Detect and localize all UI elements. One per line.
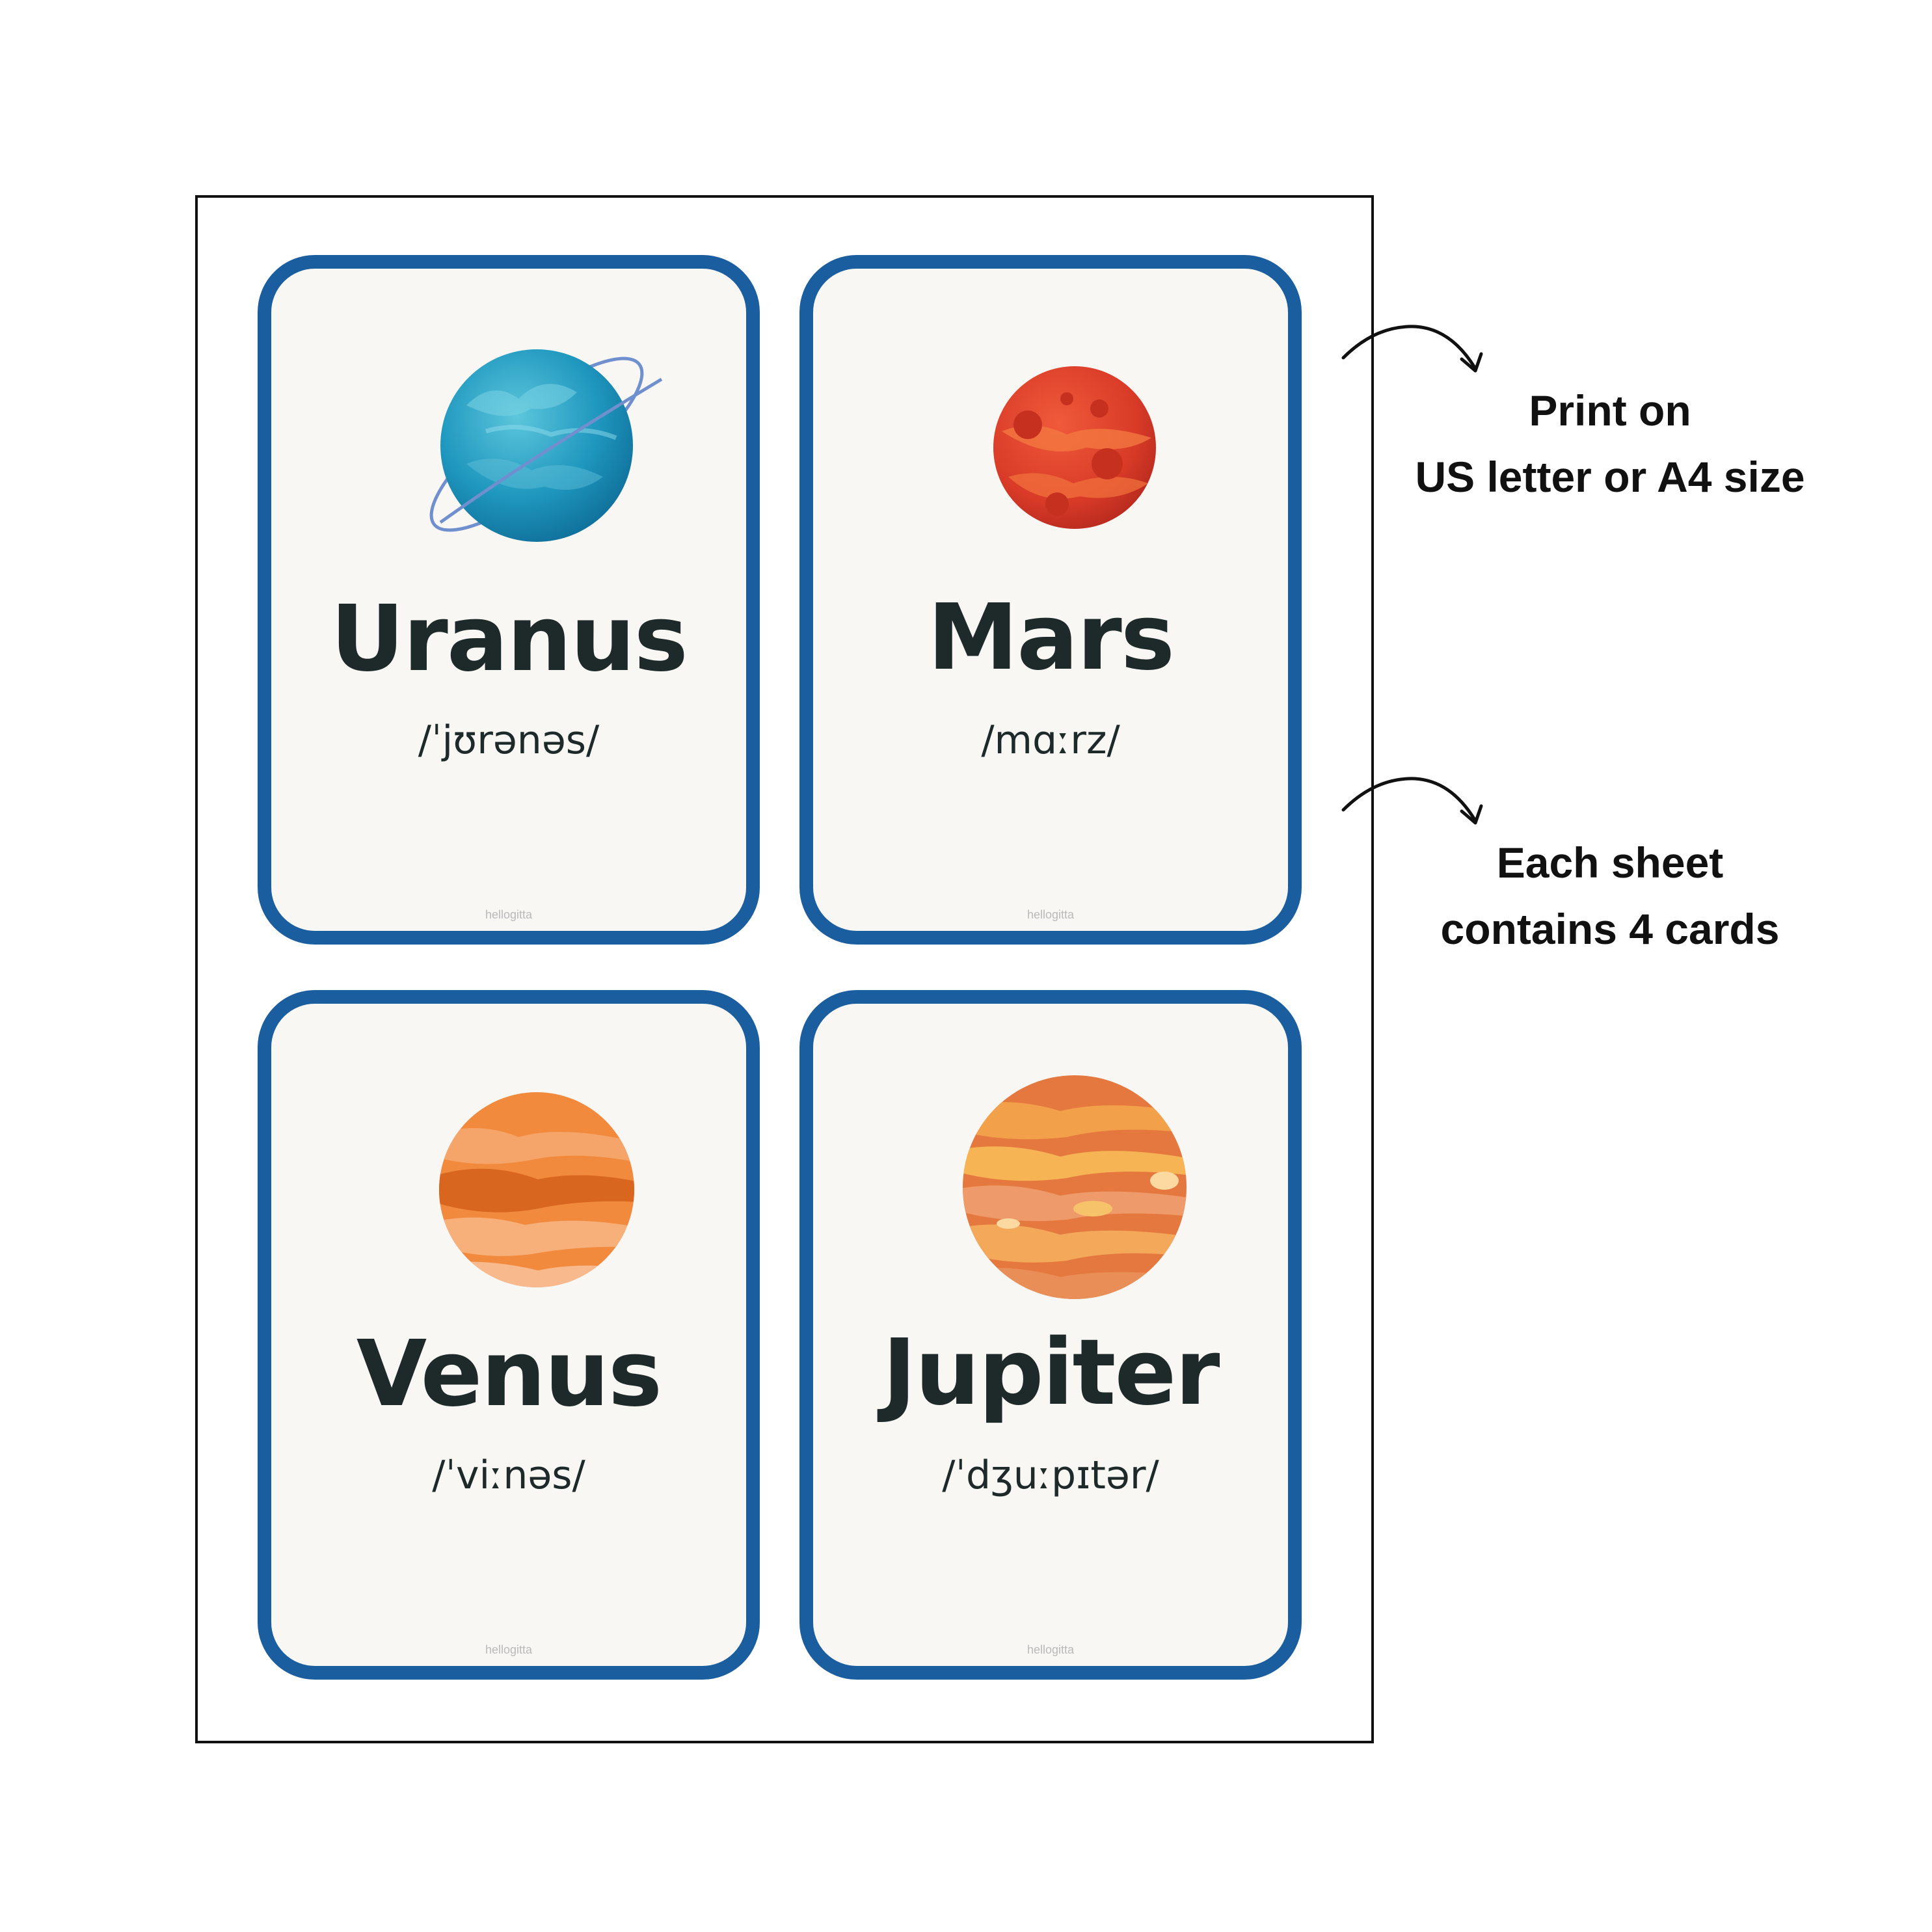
venus-planet-icon <box>439 1092 634 1287</box>
flashcard-uranus: Uranus /ˈjʊrənəs/ hellogitta <box>258 255 760 945</box>
note-line: Print on <box>1529 386 1691 435</box>
note-line: US letter or A4 size <box>1415 453 1805 501</box>
jupiter-planet-icon <box>963 1075 1187 1299</box>
planet-name: Mars <box>927 585 1175 691</box>
pronunciation: /mɑːrz/ <box>981 718 1120 763</box>
curved-arrow-icon <box>1341 777 1483 825</box>
mars-planet-icon <box>993 366 1156 529</box>
planet-name: Venus <box>356 1321 662 1427</box>
note-line: Each sheet <box>1496 839 1724 887</box>
pronunciation: /ˈviːnəs/ <box>432 1453 585 1498</box>
watermark: hellogitta <box>1026 1643 1075 1656</box>
watermark: hellogitta <box>485 908 533 921</box>
uranus-planet-icon <box>429 349 663 542</box>
flashcard-venus: Venus /ˈviːnəs/ hellogitta <box>258 990 760 1680</box>
flashcard-jupiter: Jupiter /ˈdʒuːpɪtər/ hellogitta <box>799 990 1302 1680</box>
flashcard-mars: Mars /mɑːrz/ hellogitta <box>799 255 1302 945</box>
pronunciation: /ˈjʊrənəs/ <box>418 718 600 763</box>
pronunciation: /ˈdʒuːpɪtər/ <box>942 1453 1159 1498</box>
printable-sheet: Uranus /ˈjʊrənəs/ hellogitta Mars /mɑːrz… <box>195 195 1374 1743</box>
planet-name: Jupiter <box>882 1320 1220 1426</box>
watermark: hellogitta <box>1026 908 1075 921</box>
cards-per-sheet-note: Each sheet contains 4 cards <box>1350 829 1870 962</box>
print-size-note: Print on US letter or A4 size <box>1350 377 1870 510</box>
curved-arrow-icon <box>1341 325 1483 373</box>
note-line: contains 4 cards <box>1440 905 1780 953</box>
watermark: hellogitta <box>485 1643 533 1656</box>
planet-name: Uranus <box>330 586 688 692</box>
